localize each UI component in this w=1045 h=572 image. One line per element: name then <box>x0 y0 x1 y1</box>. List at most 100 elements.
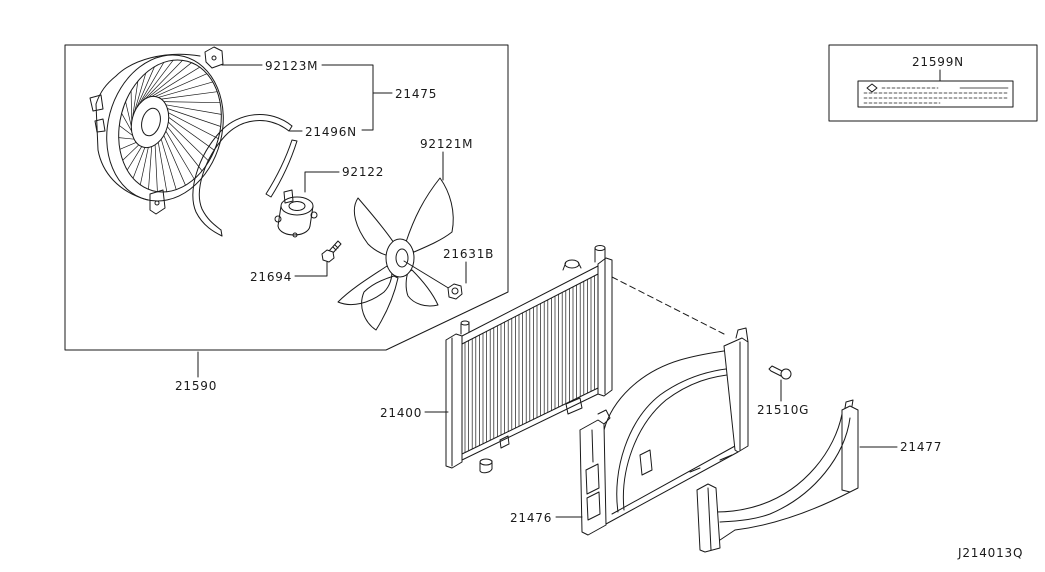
motor-body-bottom <box>277 225 311 236</box>
radiator-bottom-rail <box>461 387 599 461</box>
callout-labels: 92123M 21475 21496N 92122 92121M 21631B … <box>175 55 1023 560</box>
clip-drawing <box>768 365 792 380</box>
seal-strip-tail <box>265 139 298 198</box>
seal-strip-outer-edge <box>192 114 293 237</box>
frame-arch-edge-inner <box>622 373 737 511</box>
fan-blade <box>353 197 395 257</box>
part-callout-11: 21510G <box>757 403 809 417</box>
radiator-top-rail <box>461 265 599 345</box>
shroud-spoke <box>163 135 186 186</box>
leader-lines <box>197 64 941 518</box>
shroud-spoke <box>118 137 135 140</box>
shroud-spoke <box>167 126 203 172</box>
clip-head <box>780 368 792 380</box>
label-plate-drawing <box>857 80 1014 108</box>
shroud-spoke <box>147 62 192 98</box>
motor-mount-hole <box>292 232 298 238</box>
fan-shroud-drawing <box>89 46 224 215</box>
part-callout-4: 92122 <box>342 165 384 179</box>
part-callout-10: 21400 <box>380 406 422 420</box>
shroud-bottom-bracket-hole <box>154 200 160 206</box>
frame-right-top-bracket <box>735 327 749 343</box>
part-callout-9: 21599N <box>912 55 964 69</box>
label-plate <box>857 80 1014 108</box>
fan-blade <box>405 269 439 307</box>
shroud-top-bracket <box>204 46 224 69</box>
shroud-spoke <box>132 80 139 118</box>
label-plate-lines <box>863 87 1009 104</box>
bolt-head <box>321 249 335 263</box>
shroud-spoke <box>126 146 143 171</box>
motor-mount-hole <box>310 211 318 219</box>
shroud-spoke <box>121 112 133 132</box>
shroud-spoke <box>133 72 147 114</box>
diagram-code: J214013Q <box>957 546 1023 560</box>
part-callout-7: 21694 <box>250 270 292 284</box>
lower-shroud-left-piece <box>696 483 721 553</box>
shroud-spoke <box>160 91 218 100</box>
shroud-hub-center <box>141 107 161 137</box>
fan-axis-line <box>403 260 451 290</box>
shroud-spoke <box>118 125 133 136</box>
seal-strip-end <box>220 125 293 237</box>
shroud-spoke <box>167 112 219 140</box>
radiator-core-fins <box>464 275 595 453</box>
shroud-spoke <box>167 108 222 127</box>
shroud-spoke <box>141 59 174 102</box>
shroud-frame-drawing <box>579 327 749 536</box>
shroud-spoke <box>163 101 221 104</box>
shroud-spoke <box>151 66 201 97</box>
fan-drawing <box>337 177 454 331</box>
motor-top-center <box>288 201 306 211</box>
part-callout-13: 21476 <box>510 511 552 525</box>
fan-hub <box>385 238 415 278</box>
bolt-drawing <box>321 240 342 263</box>
bolt-shank <box>328 240 342 255</box>
nut-bore <box>451 287 459 295</box>
shroud-hub <box>130 95 170 149</box>
shroud-spokes <box>118 59 222 193</box>
frame-rib <box>639 449 733 476</box>
nut-hex <box>447 283 463 300</box>
part-callout-3: 21496N <box>305 125 357 139</box>
shroud-spoke <box>148 146 153 190</box>
radiator-inlet-pipe-body <box>562 261 582 271</box>
fan-hub-center <box>395 248 409 268</box>
nut-drawing <box>447 283 463 300</box>
shroud-bottom-bracket <box>149 189 166 215</box>
frame-bottom-rail <box>605 445 739 525</box>
part-callout-5: 92121M <box>420 137 473 151</box>
lower-shroud-drawing <box>696 399 859 553</box>
shroud-spoke <box>157 81 214 98</box>
motor-connector <box>283 189 294 204</box>
shroud-spoke <box>122 144 140 161</box>
frame-left-panel-detail <box>585 429 601 521</box>
seal-strip-inner-edge <box>198 120 290 231</box>
part-callout-8: 21590 <box>175 379 217 393</box>
shroud-spoke <box>168 116 215 151</box>
shroud-spoke <box>160 138 177 190</box>
shroud-spoke <box>144 59 183 100</box>
lower-shroud-upright <box>841 405 859 493</box>
shroud-spoke <box>165 130 195 180</box>
shroud-top-bracket-hole <box>211 55 217 61</box>
lower-shroud-outer-curve <box>734 491 851 531</box>
radiator-bottom-bracket <box>499 435 510 449</box>
shroud-spoke <box>125 101 132 128</box>
lower-shroud-back-curve <box>719 417 851 523</box>
radiator-top-fitting-end <box>460 320 470 326</box>
shroud-back-body <box>95 53 201 201</box>
shroud-spoke <box>165 104 222 115</box>
part-callout-1: 92123M <box>265 59 318 73</box>
shroud-spoke <box>135 66 155 109</box>
part-callout-2: 21475 <box>395 87 437 101</box>
alignment-dashed-line <box>611 276 725 335</box>
radiator-filler-cap <box>594 245 606 251</box>
lower-shroud-tab <box>844 399 854 409</box>
radiator-drawing <box>445 245 613 474</box>
radiator-top-fitting <box>460 321 470 335</box>
radiator-inlet-pipe <box>564 259 580 269</box>
motor-drawing <box>274 189 318 238</box>
radiator-bottom-bracket <box>565 397 583 415</box>
